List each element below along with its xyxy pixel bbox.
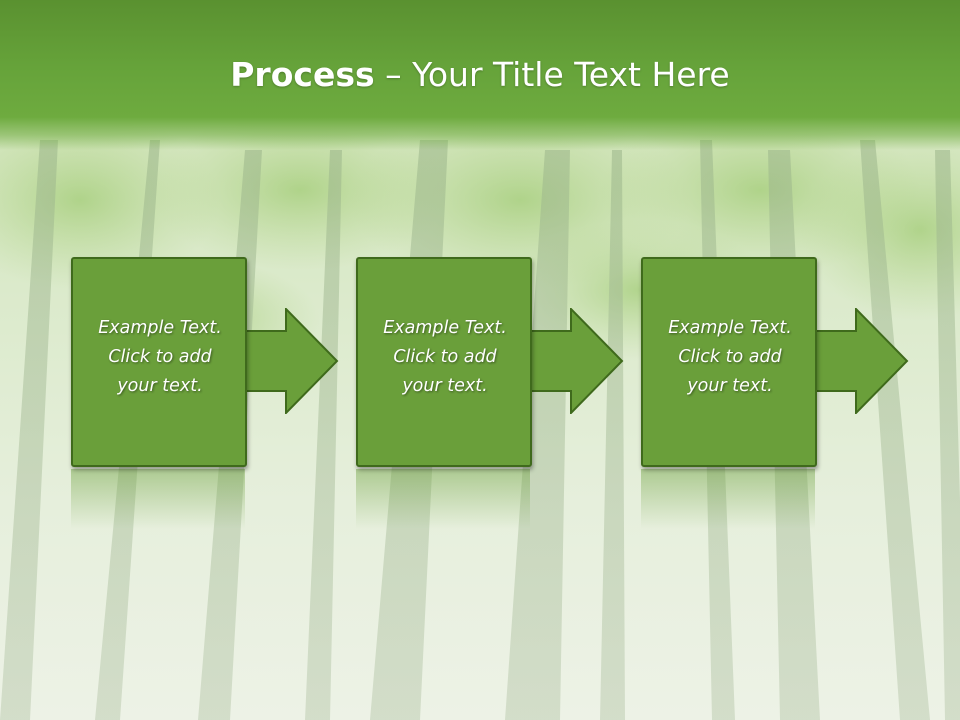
step-text[interactable]: Example Text. Click to add your text. — [668, 318, 792, 396]
title-bold: Process — [230, 55, 375, 94]
process-step-2[interactable]: Example Text. Click to add your text. — [356, 257, 628, 529]
title-rest: – Your Title Text Here — [374, 55, 730, 94]
arrow-right-icon — [524, 308, 624, 414]
process-step-3[interactable]: Example Text. Click to add your text. — [641, 257, 913, 529]
step-text[interactable]: Example Text. Click to add your text. — [383, 318, 507, 396]
step-text[interactable]: Example Text. Click to add your text. — [98, 318, 222, 396]
slide-title[interactable]: Process – Your Title Text Here — [0, 54, 960, 96]
step-box[interactable]: Example Text. Click to add your text. — [71, 257, 247, 467]
step-reflection — [71, 469, 245, 529]
step-reflection — [356, 469, 530, 529]
step-reflection — [641, 469, 815, 529]
arrow-right-icon — [239, 308, 339, 414]
arrow-right-icon — [809, 308, 909, 414]
title-bar: Process – Your Title Text Here — [0, 0, 960, 150]
process-step-1[interactable]: Example Text. Click to add your text. — [71, 257, 343, 529]
step-box[interactable]: Example Text. Click to add your text. — [641, 257, 817, 467]
step-box[interactable]: Example Text. Click to add your text. — [356, 257, 532, 467]
